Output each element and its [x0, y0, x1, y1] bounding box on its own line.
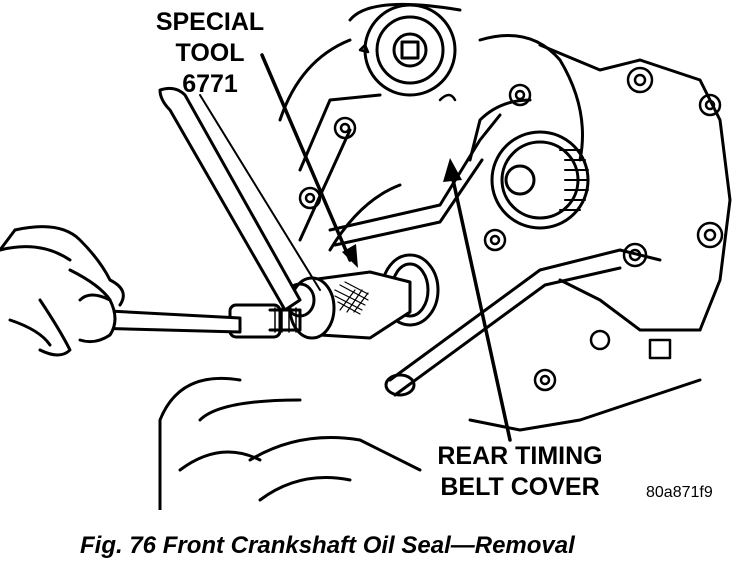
rear-cover-label-line1: REAR TIMING [437, 442, 603, 470]
special-tool-body [284, 270, 412, 340]
camshaft-sprocket [490, 130, 590, 230]
special-tool-label: SPECIAL TOOL 6771 [130, 10, 290, 103]
forcing-screw [228, 303, 302, 339]
special-tool-label-line1: SPECIAL [155, 8, 265, 36]
rear-timing-belt-cover [328, 98, 662, 397]
wrench [158, 86, 321, 312]
figure-code: 80a871f9 [646, 484, 713, 501]
rear-timing-belt-cover-label: REAR TIMING BELT COVER [415, 444, 625, 506]
engine-illustration [0, 2, 732, 510]
engine-block [158, 34, 732, 510]
leader-arrows [260, 53, 512, 442]
figure-caption: Fig. 76 Front Crankshaft Oil Seal—Remova… [80, 532, 575, 559]
special-tool-label-line3: 6771 [182, 70, 238, 98]
special-tool-label-line2: TOOL [175, 39, 245, 67]
rear-cover-label-line2: BELT COVER [440, 473, 600, 501]
bolts [298, 43, 724, 392]
upper-pulley [348, 2, 462, 97]
hand [0, 225, 125, 357]
